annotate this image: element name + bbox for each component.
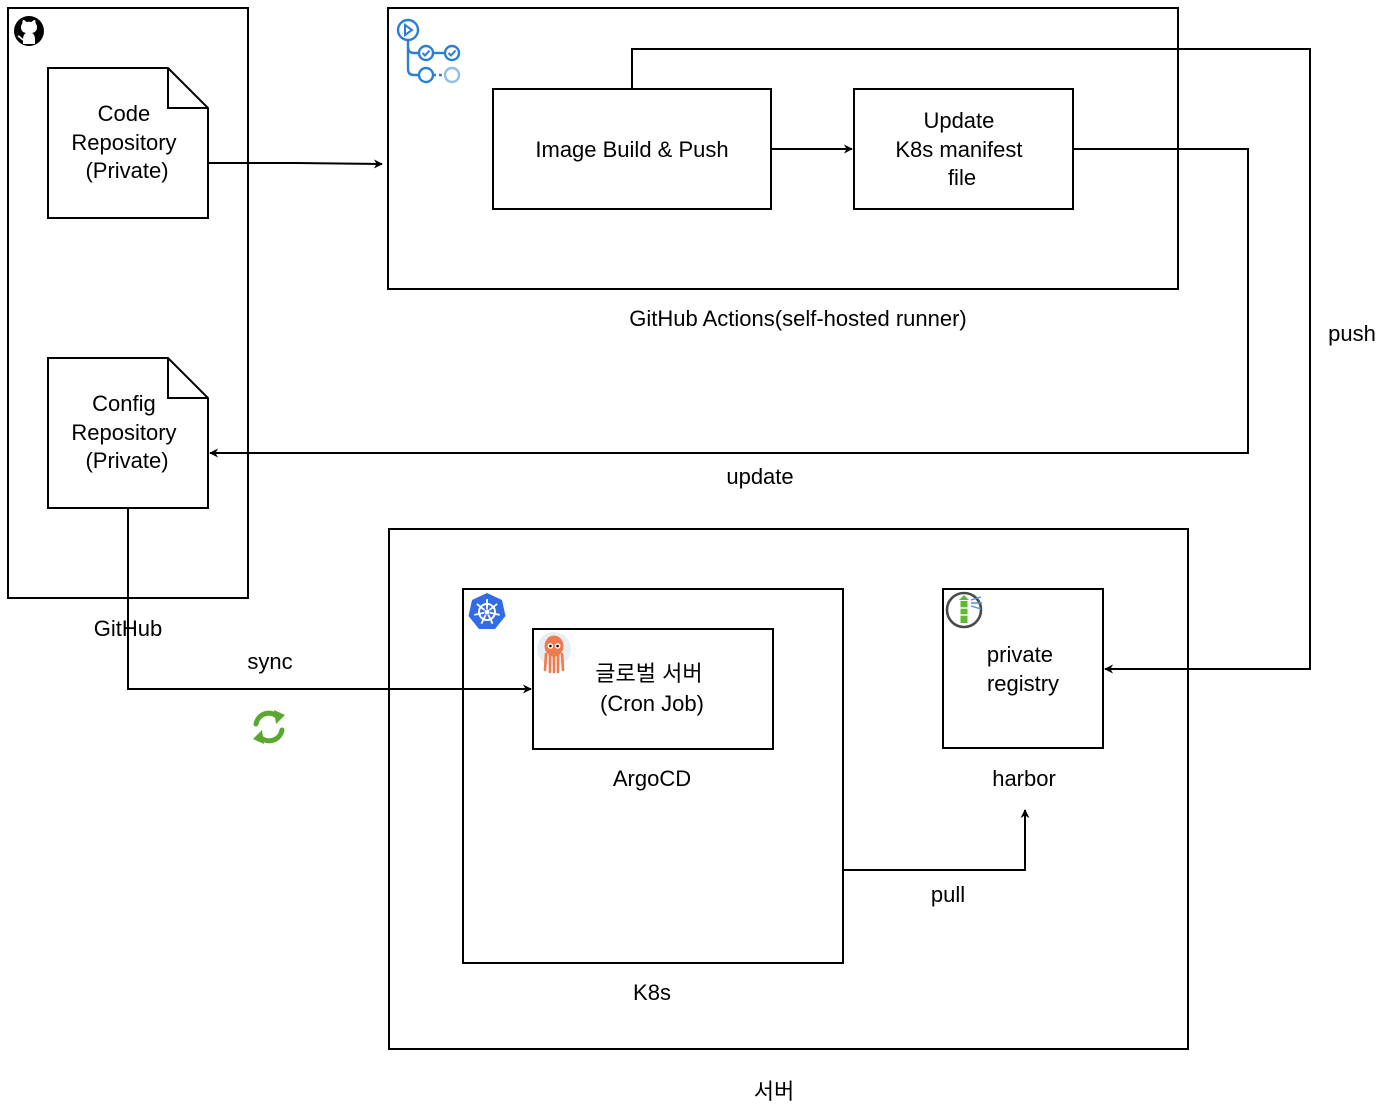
github-icon: [14, 16, 44, 46]
server-container: [388, 528, 1189, 1050]
config-repo-line-1: Config: [92, 391, 156, 416]
k8s-container: [462, 588, 844, 964]
edge-pull: [844, 809, 1030, 871]
code-repo-line-1: Code: [98, 101, 151, 126]
update-label: update: [726, 464, 793, 489]
harbor-icon: [945, 591, 983, 629]
sync-label: sync: [247, 649, 292, 674]
edge-code-to-actions: [208, 159, 383, 169]
github-actions-caption: GitHub Actions(self-hosted runner): [629, 306, 967, 331]
update-manifest-line-2: K8s manifest: [895, 137, 1022, 162]
update-manifest-node: Update K8s manifest file: [853, 88, 1074, 210]
svg-text:Update K8s manifest: Update K8s manifest file: [895, 108, 1028, 190]
update-manifest-line-3: file: [948, 165, 976, 190]
svg-text:글로벌 서버 (Cron Job): 글로벌 서버 (Cron Job): [595, 661, 708, 716]
svg-text:Code Repository (P: Code Repository (Private): [71, 101, 182, 183]
github-actions-workflow-icon: [396, 18, 461, 84]
k8s-caption: K8s: [633, 980, 671, 1005]
config-repository-node: Config Repository (Private): [47, 357, 209, 509]
update-manifest-line-1: Update: [923, 108, 994, 133]
edge-sync: [127, 509, 532, 694]
private-registry-line-1: private: [987, 642, 1053, 667]
github-caption: GitHub: [94, 616, 162, 641]
push-label: push: [1328, 321, 1376, 346]
argocd-caption: ArgoCD: [613, 766, 691, 791]
global-server-node: 글로벌 서버 (Cron Job): [532, 628, 774, 750]
server-caption: 서버: [754, 1079, 794, 1104]
svg-text:Image Build & Push: Image Build & Push: [535, 137, 728, 162]
config-repo-line-2: Repository: [71, 420, 176, 445]
global-server-line-2: (Cron Job): [600, 691, 704, 716]
pull-label: pull: [931, 882, 965, 907]
edge-push: [631, 48, 1311, 674]
code-repo-line-2: Repository: [71, 130, 176, 155]
code-repo-line-3: (Private): [85, 158, 168, 183]
harbor-caption: harbor: [992, 766, 1056, 791]
kubernetes-icon: [468, 593, 506, 629]
image-build-push-node: Image Build & Push: [492, 88, 772, 210]
code-repository-node: Code Repository (Private): [47, 67, 209, 219]
argocd-icon: [537, 632, 571, 674]
image-build-line-1: Image Build & Push: [535, 137, 728, 162]
config-repo-line-3: (Private): [85, 448, 168, 473]
svg-text:private registry: private registry: [987, 642, 1059, 696]
svg-text:Config Repository: Config Repository (Private): [71, 391, 182, 473]
private-registry-node: private registry: [942, 588, 1104, 749]
edge-update: [209, 148, 1249, 458]
private-registry-line-2: registry: [987, 671, 1059, 696]
sync-icon: [253, 710, 285, 744]
global-server-line-1: 글로벌 서버: [595, 661, 702, 686]
